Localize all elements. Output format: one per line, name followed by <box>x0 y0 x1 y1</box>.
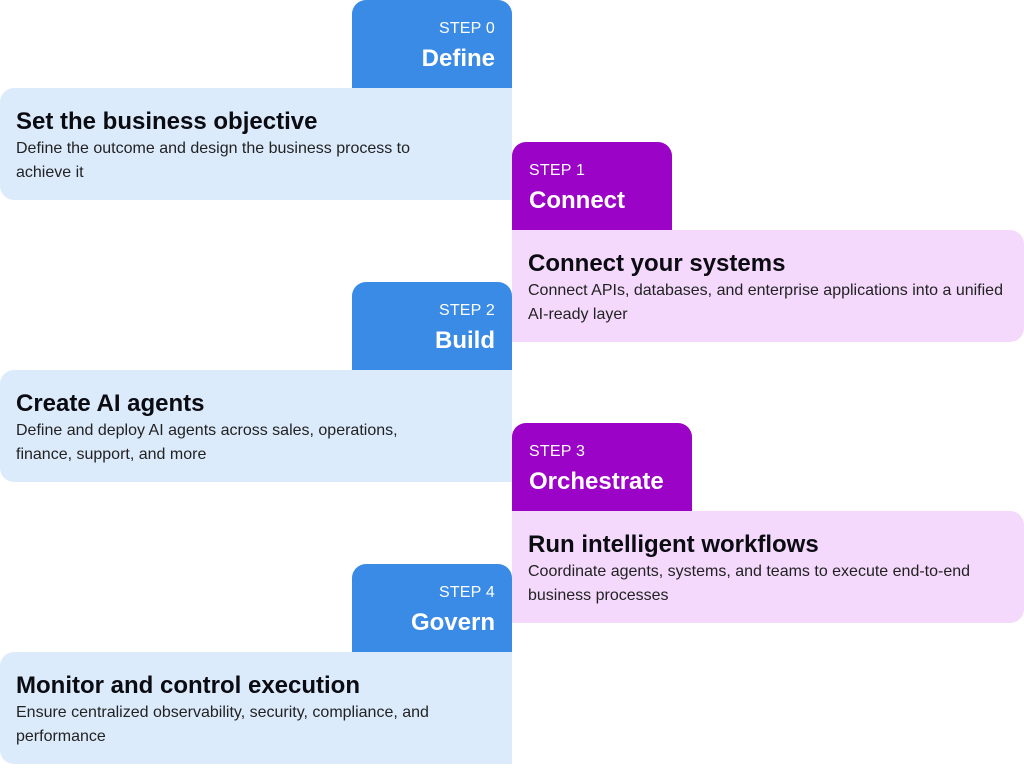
card-description: Define the outcome and design the busine… <box>16 140 411 181</box>
step-label: STEP 2 <box>438 302 495 319</box>
card-description: Connect APIs, databases, and enterprise … <box>528 282 1003 323</box>
step-label: STEP 4 <box>438 584 495 601</box>
card-title: Connect your systems <box>528 250 786 277</box>
card-title: Monitor and control execution <box>16 672 361 699</box>
step-name: Connect <box>529 187 625 214</box>
step-name: Define <box>421 45 495 72</box>
step-label: STEP 1 <box>529 162 586 179</box>
step-4-card: Monitor and control execution Ensure cen… <box>0 652 512 764</box>
step-0-tab: STEP 0 Define <box>352 0 512 88</box>
step-label: STEP 3 <box>529 443 586 460</box>
card-title: Run intelligent workflows <box>528 531 819 558</box>
card-description: Define and deploy AI agents across sales… <box>16 422 398 463</box>
card-description: Ensure centralized observability, securi… <box>16 704 429 745</box>
card-title: Set the business objective <box>16 108 318 135</box>
step-3-tab: STEP 3 Orchestrate <box>512 423 692 511</box>
step-2-card: Create AI agents Define and deploy AI ag… <box>0 370 512 482</box>
card-title: Create AI agents <box>16 390 205 417</box>
step-0-card: Set the business objective Define the ou… <box>0 88 512 200</box>
step-4-tab: STEP 4 Govern <box>352 564 512 652</box>
step-label: STEP 0 <box>438 20 495 37</box>
step-3-card: Run intelligent workflows Coordinate age… <box>512 511 1024 623</box>
step-2-tab: STEP 2 Build <box>352 282 512 370</box>
step-name: Orchestrate <box>529 468 664 495</box>
step-1-tab: STEP 1 Connect <box>512 142 672 230</box>
step-name: Build <box>435 327 495 354</box>
step-1-card: Connect your systems Connect APIs, datab… <box>512 230 1024 342</box>
card-description: Coordinate agents, systems, and teams to… <box>528 563 971 604</box>
step-name: Govern <box>410 609 495 636</box>
